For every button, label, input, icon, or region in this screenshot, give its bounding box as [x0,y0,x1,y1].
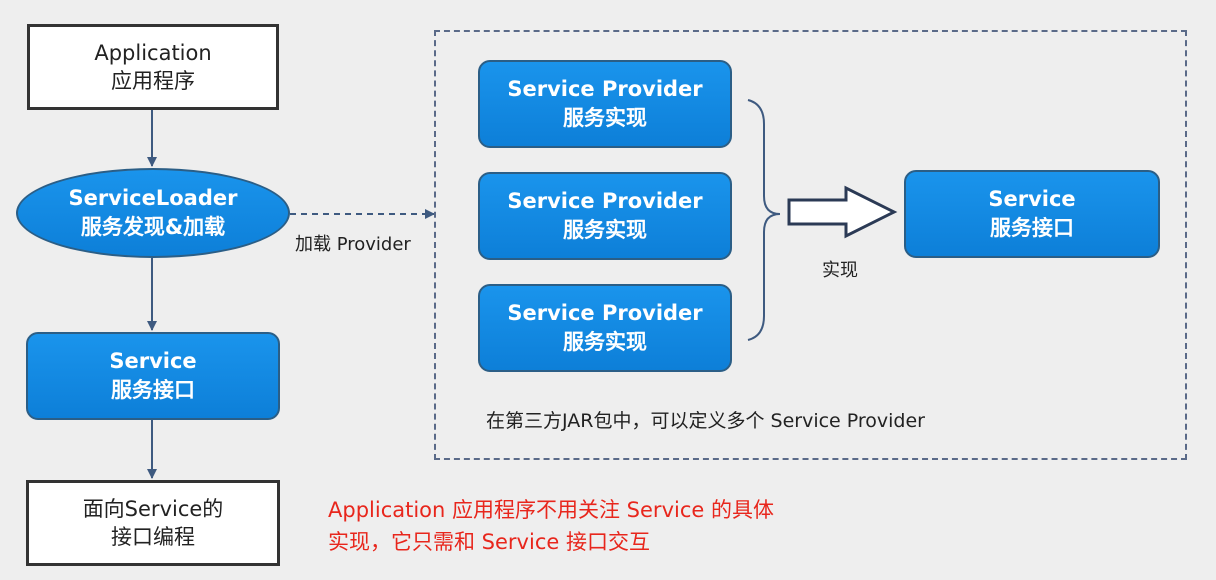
interface-programming-box: 面向Service的 接口编程 [26,480,280,566]
interface-programming-line2: 接口编程 [111,525,195,549]
third-party-jar-frame [434,30,1187,460]
service-provider-title: Service Provider [507,189,703,213]
implement-label: 实现 [822,260,858,281]
service-provider-title: Service Provider [507,301,703,325]
jar-note: 在第三方JAR包中，可以定义多个 Service Provider [486,410,925,432]
right-service-title: Service [988,187,1076,211]
provider-brace [747,99,781,341]
application-subtitle: 应用程序 [111,69,195,93]
red-note-line1: Application 应用程序不用关注 Service 的具体 [328,498,774,522]
left-service-title: Service [109,349,197,373]
service-provider-box-3: Service Provider 服务实现 [478,284,732,372]
left-service-box: Service 服务接口 [26,332,280,420]
service-loader-subtitle: 服务发现&加载 [80,215,226,239]
service-provider-subtitle: 服务实现 [563,106,647,130]
service-provider-box-1: Service Provider 服务实现 [478,60,732,148]
service-loader-ellipse: ServiceLoader 服务发现&加载 [16,168,290,258]
red-note: Application 应用程序不用关注 Service 的具体 实现，它只需和… [328,494,774,558]
left-service-subtitle: 服务接口 [111,378,195,402]
implement-hollow-arrow [787,185,898,239]
service-provider-title: Service Provider [507,77,703,101]
application-title: Application [94,41,212,65]
service-provider-box-2: Service Provider 服务实现 [478,172,732,260]
service-provider-subtitle: 服务实现 [563,330,647,354]
service-loader-title: ServiceLoader [68,186,238,210]
interface-programming-line1: 面向Service的 [82,497,224,521]
right-service-subtitle: 服务接口 [990,216,1074,240]
application-box: Application 应用程序 [27,24,279,110]
red-note-line2: 实现，它只需和 Service 接口交互 [328,530,650,554]
service-provider-subtitle: 服务实现 [563,218,647,242]
load-provider-label: 加载 Provider [295,234,411,255]
right-service-box: Service 服务接口 [904,170,1160,258]
